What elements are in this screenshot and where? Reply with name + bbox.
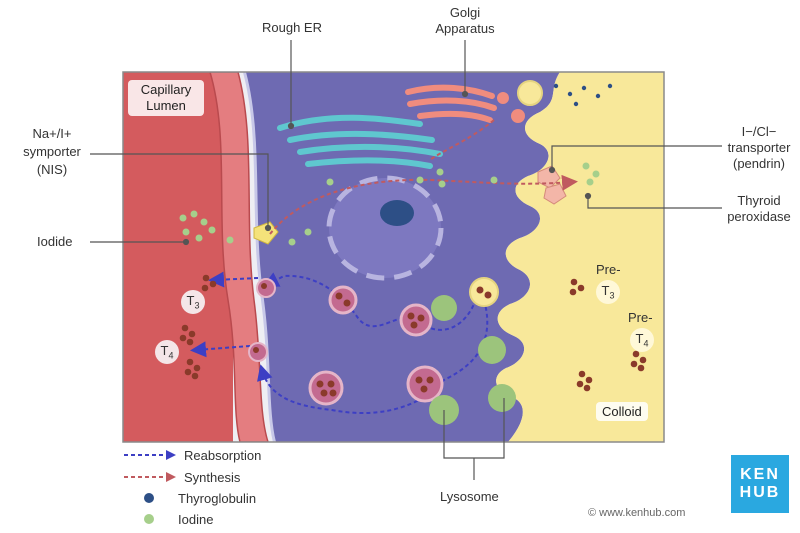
nucleus	[326, 175, 444, 281]
rough-er	[277, 114, 443, 169]
thyroid-peroxidase	[543, 183, 567, 205]
synthesis-path-golgi	[429, 119, 495, 161]
t3-letter: T	[186, 293, 195, 308]
golgi-label-line2: Apparatus	[435, 21, 495, 36]
pendrin-label-line1: I−/Cl−	[741, 124, 777, 139]
pre-t3-subscript: 3	[609, 290, 615, 301]
lysosome-label: Lysosome	[440, 489, 499, 504]
legend-reabsorption-label: Reabsorption	[184, 447, 262, 463]
legend-iodine: Iodine	[122, 510, 213, 528]
pre-t3-molecules	[569, 278, 585, 296]
reabsorption-swatch	[124, 450, 176, 460]
golgi-vesicle	[511, 109, 525, 123]
synthesis-path-iodide	[269, 174, 578, 235]
legend-thyroglobulin-label: Thyroglobulin	[178, 490, 257, 506]
pre-t4-prefix: Pre-	[628, 310, 653, 325]
pre-t4-subscript: 4	[643, 338, 649, 349]
t4-molecules	[179, 324, 201, 380]
t3-molecules	[201, 274, 217, 292]
pendrin-label-line2: transporter	[727, 140, 791, 155]
vesicle	[308, 370, 344, 406]
thyroglobulin-particles	[553, 83, 613, 107]
golgi-apparatus	[405, 84, 497, 123]
t4-letter: T	[160, 343, 169, 358]
legend-synthesis-label: Synthesis	[184, 469, 241, 485]
vesicle	[256, 278, 276, 298]
pre-t3-prefix: Pre-	[596, 262, 621, 277]
pre-t4-molecules	[576, 350, 647, 392]
vesicle	[399, 303, 433, 337]
golgi-vesicle	[497, 92, 509, 104]
pre-t3-letter: T	[601, 283, 610, 298]
pendrin-label-line3: (pendrin)	[732, 156, 786, 171]
vesicle	[406, 365, 444, 403]
pre-t4-tag: T4	[630, 328, 654, 352]
capillary-label-line1: Capillary	[140, 82, 192, 97]
capillary-lumen-label: Capillary Lumen	[128, 80, 204, 116]
legend-thyroglobulin: Thyroglobulin	[122, 489, 256, 507]
tpo-label-line2: peroxidase	[727, 209, 791, 224]
capillary-label-line2: Lumen	[146, 98, 186, 113]
kenhub-logo: KEN HUB	[731, 455, 789, 513]
reabsorption-path-upper	[262, 272, 479, 331]
endocytic-vesicle	[469, 277, 499, 307]
reabsorption-path-lower	[257, 299, 489, 414]
t3-subscript: 3	[194, 300, 200, 311]
nucleolus	[380, 200, 414, 226]
nis-label-line1: Na+/I+	[32, 126, 72, 141]
frame-border	[122, 71, 665, 443]
vesicle	[248, 342, 268, 362]
lysosome-body	[478, 336, 506, 364]
lysosome-body	[431, 295, 457, 321]
t4-release-arrow	[190, 341, 251, 358]
legend-reabsorption: Reabsorption	[122, 446, 261, 464]
nis-label-line2: symporter	[23, 144, 81, 159]
exocytic-vesicle	[517, 80, 543, 106]
iodide-particles	[179, 162, 600, 246]
colloid	[496, 72, 664, 442]
logo-line1: KEN	[740, 466, 780, 483]
t3-tag: T3	[181, 290, 205, 314]
nis-symporter	[253, 221, 279, 245]
golgi-label-line1: Golgi	[449, 5, 481, 20]
capillary-lumen	[123, 72, 233, 442]
pre-t4-letter: T	[635, 331, 644, 346]
iodine-swatch	[144, 514, 154, 524]
logo-line2: HUB	[739, 484, 781, 501]
pre-t3-tag: T3	[596, 280, 620, 304]
rough-er-label: Rough ER	[262, 20, 322, 35]
t3-release-arrow	[208, 271, 259, 288]
copyright-credit: © www.kenhub.com	[588, 507, 686, 519]
tpo-label-line1: Thyroid	[737, 193, 781, 208]
iodide-label: Iodide	[37, 234, 73, 249]
lysosome-body	[488, 384, 516, 412]
t4-subscript: 4	[168, 350, 174, 361]
legend-synthesis: Synthesis	[122, 468, 240, 486]
leader-lines	[90, 40, 722, 480]
legend-iodine-label: Iodine	[178, 511, 214, 527]
synthesis-swatch	[124, 472, 176, 482]
vesicle	[328, 285, 358, 315]
colloid-label: Colloid	[596, 402, 648, 421]
thyroglobulin-swatch	[144, 493, 154, 503]
nis-label-line3: (NIS)	[36, 162, 68, 177]
t4-tag: T4	[155, 340, 179, 364]
